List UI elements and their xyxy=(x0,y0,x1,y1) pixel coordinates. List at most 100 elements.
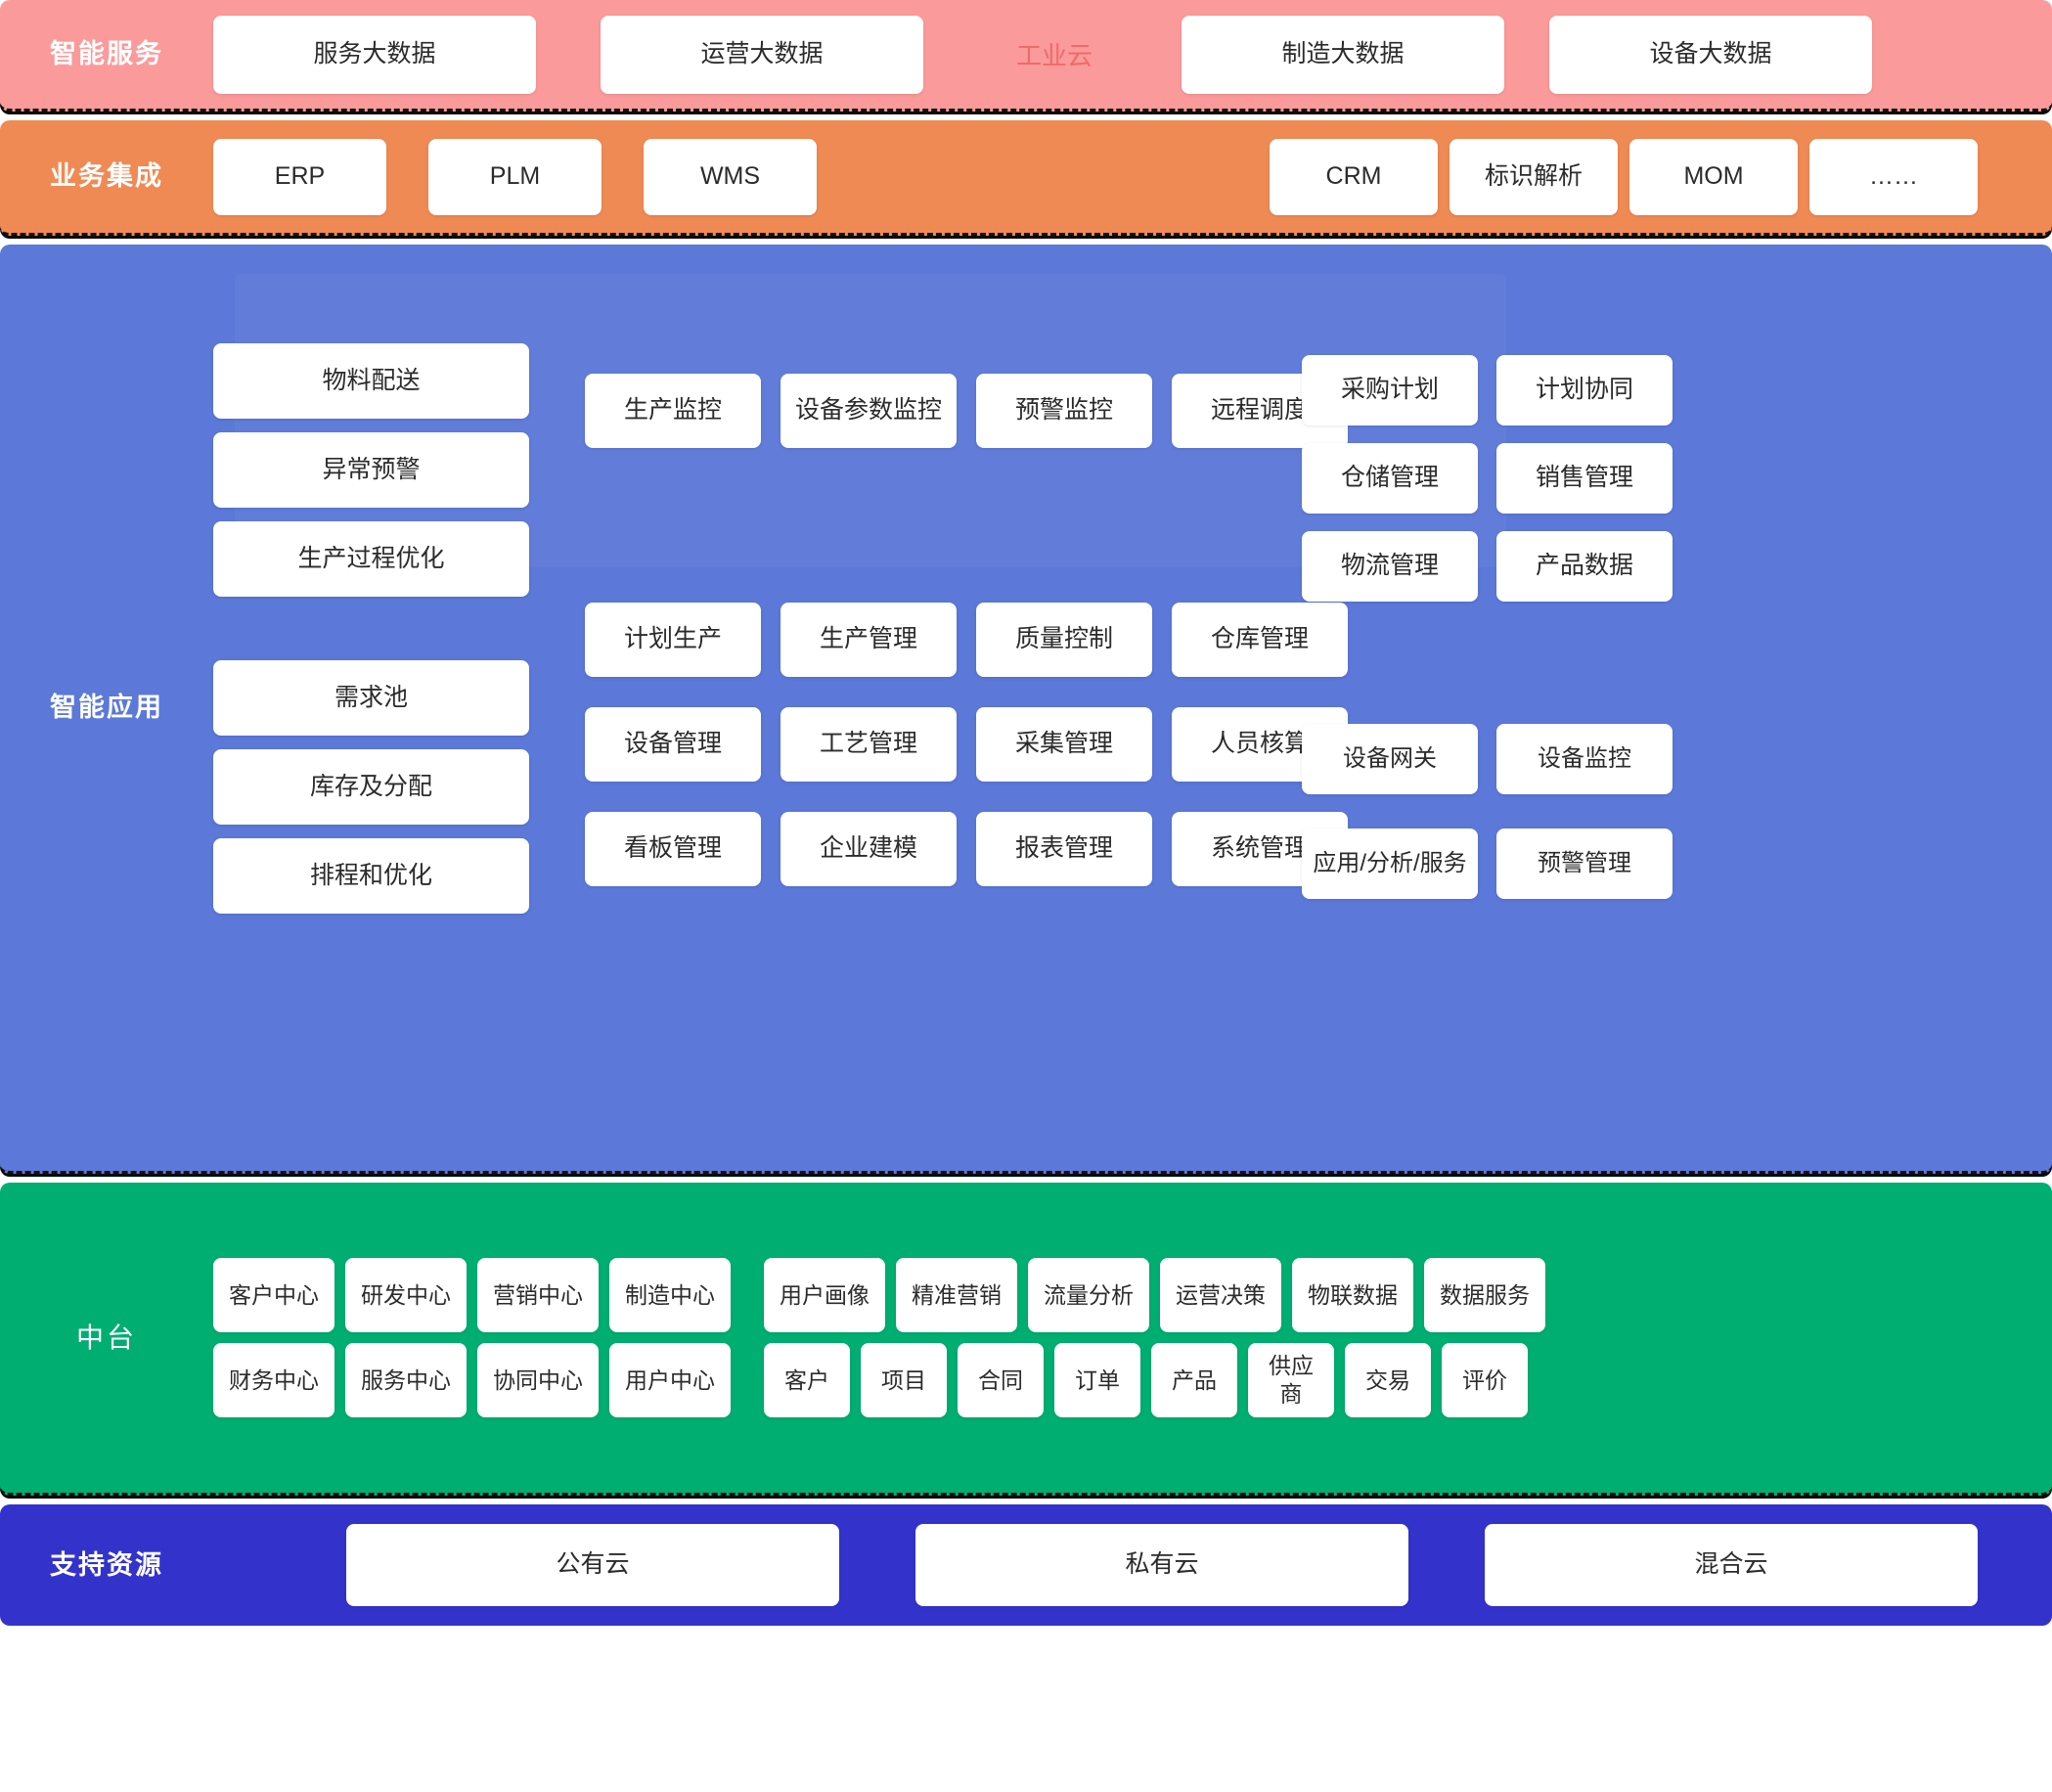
chip-production-process-optimization[interactable]: 生产过程优化 xyxy=(213,521,529,597)
chip-operation-decision[interactable]: 运营决策 xyxy=(1160,1258,1281,1332)
chip-traffic-analysis[interactable]: 流量分析 xyxy=(1028,1258,1149,1332)
chip-production-monitoring[interactable]: 生产监控 xyxy=(585,374,761,448)
chip-warehousing-management[interactable]: 仓储管理 xyxy=(1302,443,1478,514)
chip-planned-production[interactable]: 计划生产 xyxy=(585,603,761,677)
service-slot-4: 制造大数据 xyxy=(1182,15,1504,94)
chip-entity-supplier[interactable]: 供应商 xyxy=(1248,1343,1334,1417)
chip-product-data[interactable]: 产品数据 xyxy=(1496,531,1673,602)
chip-precision-marketing[interactable]: 精准营销 xyxy=(896,1258,1017,1332)
service-slot-1: 服务大数据 xyxy=(213,15,536,94)
application-middle-top-grid: 生产监控 设备参数监控 预警监控 远程调度 xyxy=(585,374,1348,448)
band-label-support-resource: 支持资源 xyxy=(50,1549,163,1580)
chip-marketing-center[interactable]: 营销中心 xyxy=(477,1258,599,1332)
chip-erp[interactable]: ERP xyxy=(213,138,386,215)
chip-equipment-management[interactable]: 设备管理 xyxy=(585,707,761,782)
chip-collaboration-center[interactable]: 协同中心 xyxy=(477,1343,599,1417)
chip-enterprise-modeling[interactable]: 企业建模 xyxy=(781,812,957,886)
application-right-group-a: 采购计划 计划协同 仓储管理 销售管理 物流管理 产品数据 xyxy=(1302,355,1673,602)
chip-purchase-plan[interactable]: 采购计划 xyxy=(1302,355,1478,426)
chip-manufacturing-center[interactable]: 制造中心 xyxy=(609,1258,731,1332)
chip-rnd-center[interactable]: 研发中心 xyxy=(345,1258,467,1332)
band-middle-platform: 中台 客户中心 研发中心 营销中心 制造中心 财务中心 服务中心 协同中心 用户… xyxy=(0,1183,2052,1496)
band-label-intelligent-service: 智能服务 xyxy=(50,39,163,69)
chip-entity-contract[interactable]: 合同 xyxy=(958,1343,1044,1417)
platform-data-groups: 用户画像 精准营销 流量分析 运营决策 物联数据 数据服务 客户 项目 合同 订… xyxy=(764,1258,1545,1417)
application-canvas: 物料配送 异常预警 生产过程优化 需求池 库存及分配 排程和优化 生产监控 设备… xyxy=(213,245,2052,1171)
chip-inventory-and-allocation[interactable]: 库存及分配 xyxy=(213,749,529,825)
band-support-resource: 支持资源 公有云 私有云 混合云 xyxy=(0,1504,2052,1626)
chip-service-big-data[interactable]: 服务大数据 xyxy=(213,15,536,94)
chip-application-analysis-service[interactable]: 应用/分析/服务 xyxy=(1302,829,1478,899)
chip-data-service[interactable]: 数据服务 xyxy=(1424,1258,1545,1332)
chip-equipment-monitoring[interactable]: 设备监控 xyxy=(1496,724,1673,794)
band-body-intelligent-service: 服务大数据 运营大数据 工业云 制造大数据 设备大数据 xyxy=(213,0,2052,109)
chip-entity-review[interactable]: 评价 xyxy=(1442,1343,1528,1417)
service-slot-2: 运营大数据 xyxy=(601,15,923,94)
band-label-business-integration: 业务集成 xyxy=(50,161,163,192)
chip-quality-control[interactable]: 质量控制 xyxy=(976,603,1152,677)
chip-warehouse-management[interactable]: 仓库管理 xyxy=(1172,603,1348,677)
chip-user-profile[interactable]: 用户画像 xyxy=(764,1258,885,1332)
chip-finance-center[interactable]: 财务中心 xyxy=(213,1343,335,1417)
chip-equipment-gateway[interactable]: 设备网关 xyxy=(1302,724,1478,794)
application-left-group-b: 需求池 库存及分配 排程和优化 xyxy=(213,660,529,914)
chip-abnormal-alert[interactable]: 异常预警 xyxy=(213,432,529,508)
application-middle-bottom-grid: 计划生产 生产管理 质量控制 仓库管理 设备管理 工艺管理 采集管理 人员核算 … xyxy=(585,603,1348,886)
chip-hybrid-cloud[interactable]: 混合云 xyxy=(1485,1524,1978,1606)
service-slot-industrial-cloud: 工业云 xyxy=(970,16,1138,94)
chip-entity-transaction[interactable]: 交易 xyxy=(1345,1343,1431,1417)
chip-collection-management[interactable]: 采集管理 xyxy=(976,707,1152,782)
platform-canvas: 客户中心 研发中心 营销中心 制造中心 财务中心 服务中心 协同中心 用户中心 … xyxy=(213,1183,2052,1493)
label-industrial-cloud: 工业云 xyxy=(1015,41,1093,70)
chip-demand-pool[interactable]: 需求池 xyxy=(213,660,529,736)
service-slot-5: 设备大数据 xyxy=(1549,15,1872,94)
application-left-group-a: 物料配送 异常预警 生产过程优化 xyxy=(213,343,529,597)
integration-chip-row: ERP PLM WMS CRM 标识解析 MOM …… xyxy=(213,138,2052,215)
chip-wms[interactable]: WMS xyxy=(644,138,817,215)
band-intelligent-service: 智能服务 服务大数据 运营大数据 工业云 制造大数据 设备大数据 xyxy=(0,0,2052,112)
band-label-intelligent-application: 智能应用 xyxy=(50,693,163,723)
chip-plm[interactable]: PLM xyxy=(428,138,602,215)
chip-public-cloud[interactable]: 公有云 xyxy=(346,1524,839,1606)
chip-entity-customer[interactable]: 客户 xyxy=(764,1343,850,1417)
band-body-support-resource: 公有云 私有云 混合云 xyxy=(213,1504,2052,1626)
band-body-intelligent-application: 物料配送 异常预警 生产过程优化 需求池 库存及分配 排程和优化 生产监控 设备… xyxy=(213,245,2052,1171)
chip-user-center[interactable]: 用户中心 xyxy=(609,1343,731,1417)
chip-manufacturing-big-data[interactable]: 制造大数据 xyxy=(1182,15,1504,94)
service-chip-row: 服务大数据 运营大数据 工业云 制造大数据 设备大数据 xyxy=(213,15,2052,94)
chip-material-delivery[interactable]: 物料配送 xyxy=(213,343,529,419)
chip-service-center[interactable]: 服务中心 xyxy=(345,1343,467,1417)
integration-left-group: ERP PLM WMS xyxy=(213,138,817,215)
chip-scheduling-and-optimization[interactable]: 排程和优化 xyxy=(213,838,529,914)
chip-kanban-management[interactable]: 看板管理 xyxy=(585,812,761,886)
chip-alert-management[interactable]: 预警管理 xyxy=(1496,829,1673,899)
chip-entity-product[interactable]: 产品 xyxy=(1151,1343,1237,1417)
chip-customer-center[interactable]: 客户中心 xyxy=(213,1258,335,1332)
band-body-business-integration: ERP PLM WMS CRM 标识解析 MOM …… xyxy=(213,120,2052,233)
integration-right-group: CRM 标识解析 MOM …… xyxy=(1270,138,1978,215)
chip-alert-monitoring[interactable]: 预警监控 xyxy=(976,374,1152,448)
chip-sales-management[interactable]: 销售管理 xyxy=(1496,443,1673,514)
chip-crm[interactable]: CRM xyxy=(1270,138,1438,215)
chip-iot-data[interactable]: 物联数据 xyxy=(1292,1258,1413,1332)
chip-mom[interactable]: MOM xyxy=(1629,138,1798,215)
chip-entity-project[interactable]: 项目 xyxy=(861,1343,947,1417)
platform-entity-row: 客户 项目 合同 订单 产品 供应商 交易 评价 xyxy=(764,1343,1545,1417)
platform-center-grid: 客户中心 研发中心 营销中心 制造中心 财务中心 服务中心 协同中心 用户中心 xyxy=(213,1258,731,1417)
chip-plan-collaboration[interactable]: 计划协同 xyxy=(1496,355,1673,426)
band-body-middle-platform: 客户中心 研发中心 营销中心 制造中心 财务中心 服务中心 协同中心 用户中心 … xyxy=(213,1183,2052,1493)
band-label-middle-platform: 中台 xyxy=(75,1322,137,1353)
chip-equipment-parameter-monitoring[interactable]: 设备参数监控 xyxy=(781,374,957,448)
chip-report-management[interactable]: 报表管理 xyxy=(976,812,1152,886)
chip-identifier-resolution[interactable]: 标识解析 xyxy=(1450,138,1618,215)
chip-operation-big-data[interactable]: 运营大数据 xyxy=(601,15,923,94)
chip-more-ellipsis[interactable]: …… xyxy=(1809,138,1978,215)
chip-logistics-management[interactable]: 物流管理 xyxy=(1302,531,1478,602)
chip-equipment-big-data[interactable]: 设备大数据 xyxy=(1549,15,1872,94)
chip-process-management[interactable]: 工艺管理 xyxy=(781,707,957,782)
chip-entity-order[interactable]: 订单 xyxy=(1054,1343,1140,1417)
chip-production-management[interactable]: 生产管理 xyxy=(781,603,957,677)
platform-analytics-row: 用户画像 精准营销 流量分析 运营决策 物联数据 数据服务 xyxy=(764,1258,1545,1332)
chip-private-cloud[interactable]: 私有云 xyxy=(915,1524,1408,1606)
